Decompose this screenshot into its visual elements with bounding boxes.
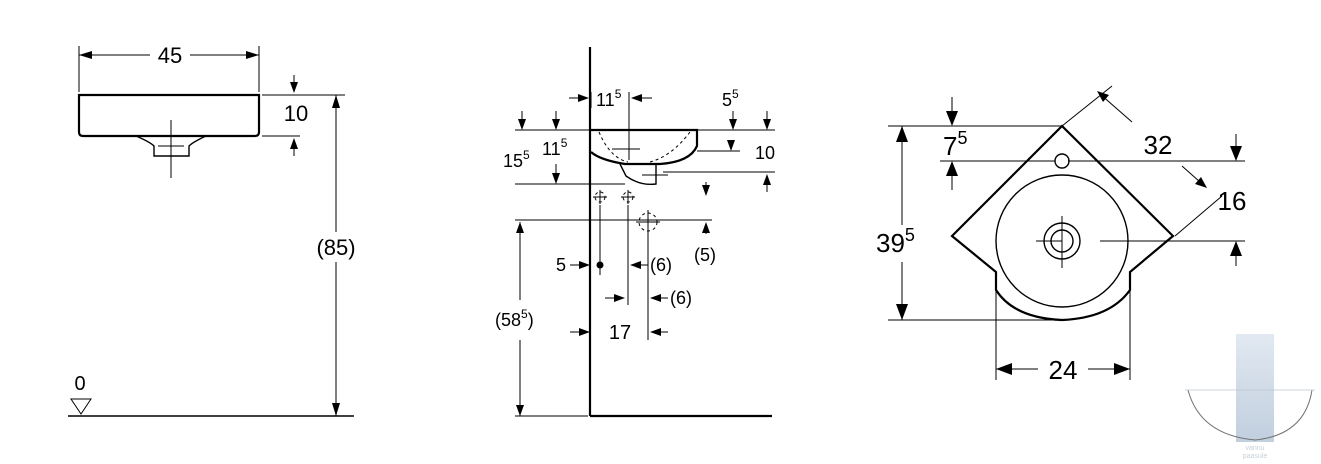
side-dim-11-5-top: 115 (596, 87, 622, 110)
top-view: 32 16 75 395 24 (876, 85, 1247, 385)
top-tap-hole (1054, 153, 1070, 169)
front-view: 45 10 (85) 0 (68, 43, 356, 417)
side-dim-58-5: (585) (495, 307, 534, 330)
side-dim-5: 5 (556, 255, 566, 275)
front-height-label: 10 (284, 101, 308, 126)
side-connection-symbols (593, 190, 660, 234)
side-dim-11-5-left: 115 (542, 136, 568, 159)
top-dim-32: 32 (1144, 130, 1173, 160)
floor-level-label: 0 (74, 373, 85, 395)
top-dim-16: 16 (1218, 186, 1247, 216)
side-dim-15-5: 155 (503, 148, 530, 171)
top-dim-24: 24 (1049, 355, 1078, 385)
front-width-label: 45 (158, 43, 182, 68)
top-dim-7-5: 75 (943, 128, 967, 161)
watermark-line1: vannu (1245, 445, 1264, 452)
side-dim-10: 10 (755, 143, 775, 163)
watermark-line2: paasule (1243, 453, 1268, 460)
side-dim-6-a: (6) (650, 255, 672, 275)
mounting-height-label: (85) (316, 235, 355, 260)
watermark-logo: vannu paasule (1185, 334, 1315, 460)
side-basin-outline (590, 128, 699, 166)
side-view: 115 55 10 155 115 (495, 47, 775, 418)
side-dim-6-b: (6) (670, 288, 692, 308)
front-basin-outline (77, 93, 261, 138)
side-dim-5-5: 55 (722, 87, 739, 110)
side-dim-5-paren: (5) (694, 245, 716, 265)
top-dim-39-5: 395 (876, 225, 915, 258)
side-dim-17: 17 (609, 322, 631, 344)
